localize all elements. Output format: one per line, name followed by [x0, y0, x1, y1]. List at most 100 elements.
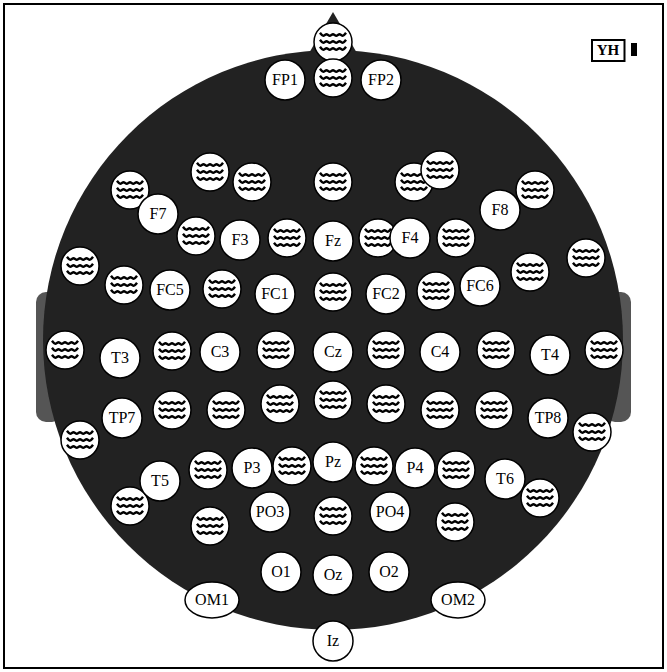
electrode-circle: [200, 332, 240, 372]
wave-mark: [579, 437, 605, 440]
unlabelled-electrode: [191, 507, 229, 545]
electrode-circle: [140, 461, 180, 501]
unlabelled-electrode: [203, 270, 241, 308]
electrode-ring: [421, 151, 459, 189]
wave-mark: [197, 531, 223, 534]
wave-mark: [183, 241, 209, 244]
wave-mark: [67, 431, 93, 434]
wave-mark: [427, 401, 453, 404]
wave-mark: [401, 187, 427, 190]
wave-mark: [373, 402, 399, 405]
electrode-label: F3: [219, 219, 261, 261]
electrode-circle: [255, 274, 295, 314]
wave-mark: [263, 348, 289, 351]
wave-mark: [159, 349, 185, 352]
electrode-label: O2: [368, 551, 410, 593]
electrode-label: Cz: [312, 331, 354, 373]
wave-mark: [117, 188, 143, 191]
wave-mark: [320, 507, 346, 510]
electrode-name: OM2: [441, 592, 475, 608]
electrode-ring: [153, 332, 191, 370]
wave-mark: [195, 461, 221, 464]
unlabelled-electrode: [61, 421, 99, 459]
wave-mark: [522, 181, 548, 184]
electrode-circle: [460, 266, 500, 306]
electrode-label: OM1: [184, 581, 240, 619]
wave-mark: [373, 355, 399, 358]
electrode-ring: [314, 163, 352, 201]
wave-mark: [573, 256, 599, 259]
wave-mark: [195, 475, 221, 478]
wave-mark: [373, 341, 399, 344]
wave-mark: [443, 243, 469, 246]
electrode-label: T6: [484, 458, 526, 500]
electrode-name: Fz: [325, 233, 341, 249]
unlabelled-electrode: [421, 391, 459, 429]
wave-mark: [274, 229, 300, 232]
wave-mark: [320, 283, 346, 286]
wave-mark: [197, 524, 223, 527]
unlabelled-electrode: [177, 217, 215, 255]
wave-mark: [159, 356, 185, 359]
electrode-name: P4: [407, 460, 424, 476]
wave-mark: [111, 276, 137, 279]
electrode-name: PO4: [376, 504, 404, 520]
wave-mark: [320, 180, 346, 183]
electrode-ring: [268, 219, 306, 257]
wave-mark: [117, 181, 143, 184]
tag-rect: [592, 40, 625, 61]
unlabelled-electrode: [257, 331, 295, 369]
electrode-label: TP8: [527, 397, 569, 439]
electrode-label: P3: [231, 447, 273, 489]
electrode-circle: [528, 398, 568, 438]
electrode-ring: [177, 217, 215, 255]
wave-mark: [209, 280, 235, 283]
wave-mark: [320, 76, 346, 79]
wave-mark: [527, 489, 553, 492]
head: [43, 50, 623, 630]
electrode-name: TP8: [535, 410, 562, 426]
wave-mark: [365, 243, 391, 246]
electrode-name: Iz: [327, 633, 339, 649]
electrode-ring: [567, 239, 605, 277]
electrode-label: F7: [137, 193, 179, 235]
wave-mark: [67, 257, 93, 260]
wave-mark: [279, 471, 305, 474]
wave-mark: [213, 415, 239, 418]
electrode-name: F3: [232, 232, 249, 248]
unlabelled-electrode: [233, 163, 271, 201]
wave-mark: [427, 161, 453, 164]
wave-mark: [239, 187, 265, 190]
electrode-ring: [516, 171, 554, 209]
wave-mark: [522, 195, 548, 198]
wave-mark: [117, 195, 143, 198]
electrode-ring: [511, 253, 549, 291]
electrode-circle: [361, 60, 401, 100]
electrode-name: FC2: [372, 286, 400, 302]
electrode-ring: [61, 421, 99, 459]
electrode-name: F7: [150, 206, 167, 222]
electrode-name: Oz: [324, 567, 343, 583]
electrode-ring: [203, 270, 241, 308]
electrode-label: C3: [199, 331, 241, 373]
electrode-label: Oz: [312, 554, 354, 596]
wave-mark: [274, 243, 300, 246]
electrode-ring: [437, 451, 475, 489]
unlabelled-electrode: [511, 253, 549, 291]
wave-mark: [320, 69, 346, 72]
wave-mark: [373, 348, 399, 351]
wave-mark: [117, 497, 143, 500]
electrode-name: F4: [402, 230, 419, 246]
wave-mark: [361, 464, 387, 467]
wave-mark: [320, 187, 346, 190]
electrode-name: T6: [496, 471, 514, 487]
wave-mark: [483, 355, 509, 358]
wave-mark: [159, 342, 185, 345]
unlabelled-electrode: [153, 391, 191, 429]
wave-mark: [183, 234, 209, 237]
electrode-label: FC6: [459, 265, 501, 307]
wave-mark: [443, 461, 469, 464]
electrode-name: FC1: [261, 286, 289, 302]
electrode-name: Pz: [325, 454, 341, 470]
